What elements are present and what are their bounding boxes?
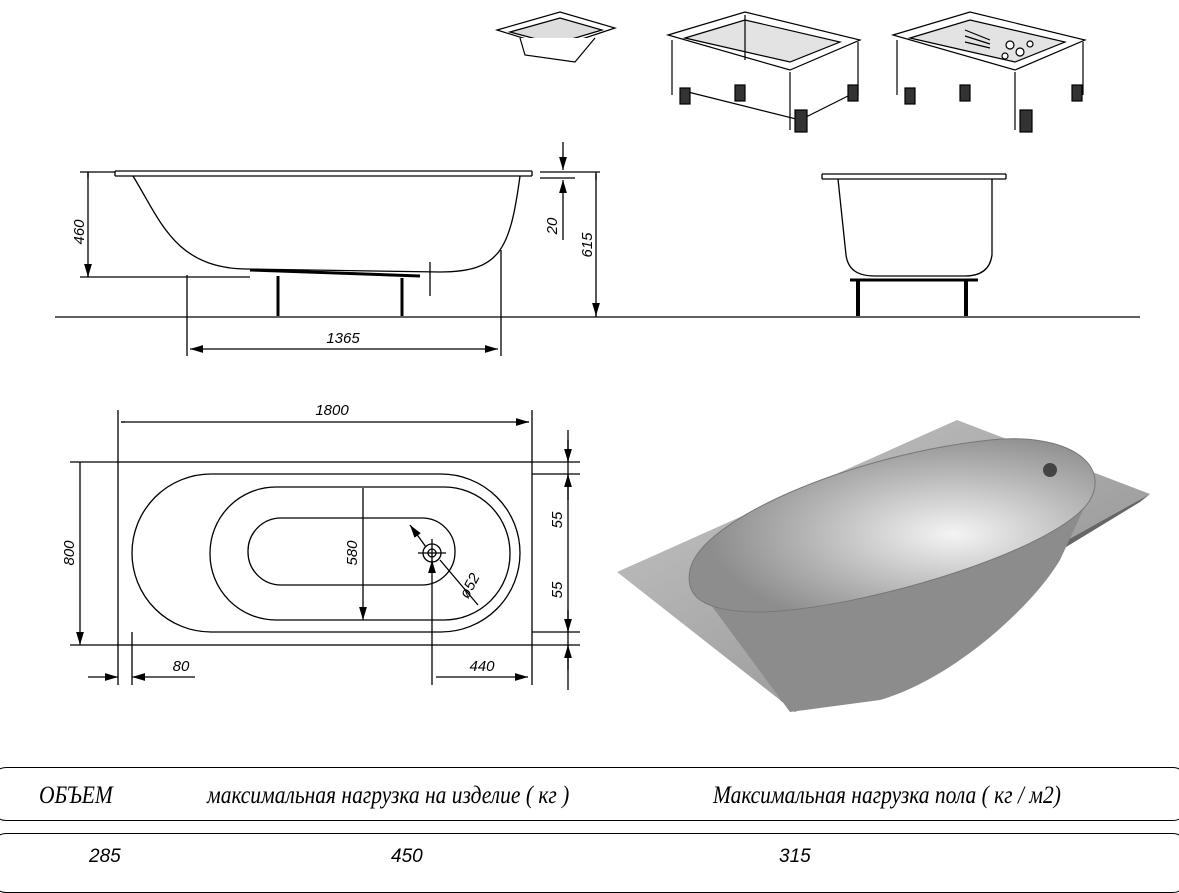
- end-view: [821, 173, 1007, 316]
- dimension-depth: 460: [71, 219, 88, 245]
- thumbnail-tub-with-frame: [665, 11, 862, 133]
- dimension-drain-diameter: ø52: [456, 570, 483, 601]
- dimension-drain-offset: 440: [469, 658, 495, 675]
- table-value-row: 285 450 315: [0, 833, 1179, 893]
- value-max-load-floor: 315: [779, 846, 811, 867]
- dimension-width: 800: [61, 540, 78, 566]
- thumbnail-tub: [494, 11, 618, 63]
- thumbnail-hydromassage-tub: [890, 11, 1087, 133]
- dimension-margin-bottom: 55: [549, 581, 566, 598]
- dimension-inner-length: 1365: [326, 330, 360, 347]
- dimension-inner-width: 580: [344, 540, 361, 566]
- dimension-height: 615: [579, 232, 596, 258]
- bathtub-3d-render: [617, 420, 1150, 712]
- top-view: [70, 410, 580, 690]
- dimension-rim: 20: [544, 217, 561, 235]
- header-max-load-product: максимальная нагрузка на изделие ( кг ): [207, 782, 570, 809]
- dimension-offset-left: 80: [173, 658, 190, 675]
- header-volume: ОБЪЕМ: [39, 782, 113, 809]
- dimension-length: 1800: [315, 402, 349, 419]
- value-max-load-product: 450: [391, 846, 423, 867]
- value-volume: 285: [89, 846, 121, 867]
- dimension-margin-top: 55: [549, 511, 566, 528]
- header-max-load-floor: Максимальная нагрузка пола ( кг / м2): [713, 782, 1061, 809]
- table-header-row: ОБЪЕМ максимальная нагрузка на изделие (…: [0, 767, 1179, 821]
- side-view: [55, 142, 1140, 356]
